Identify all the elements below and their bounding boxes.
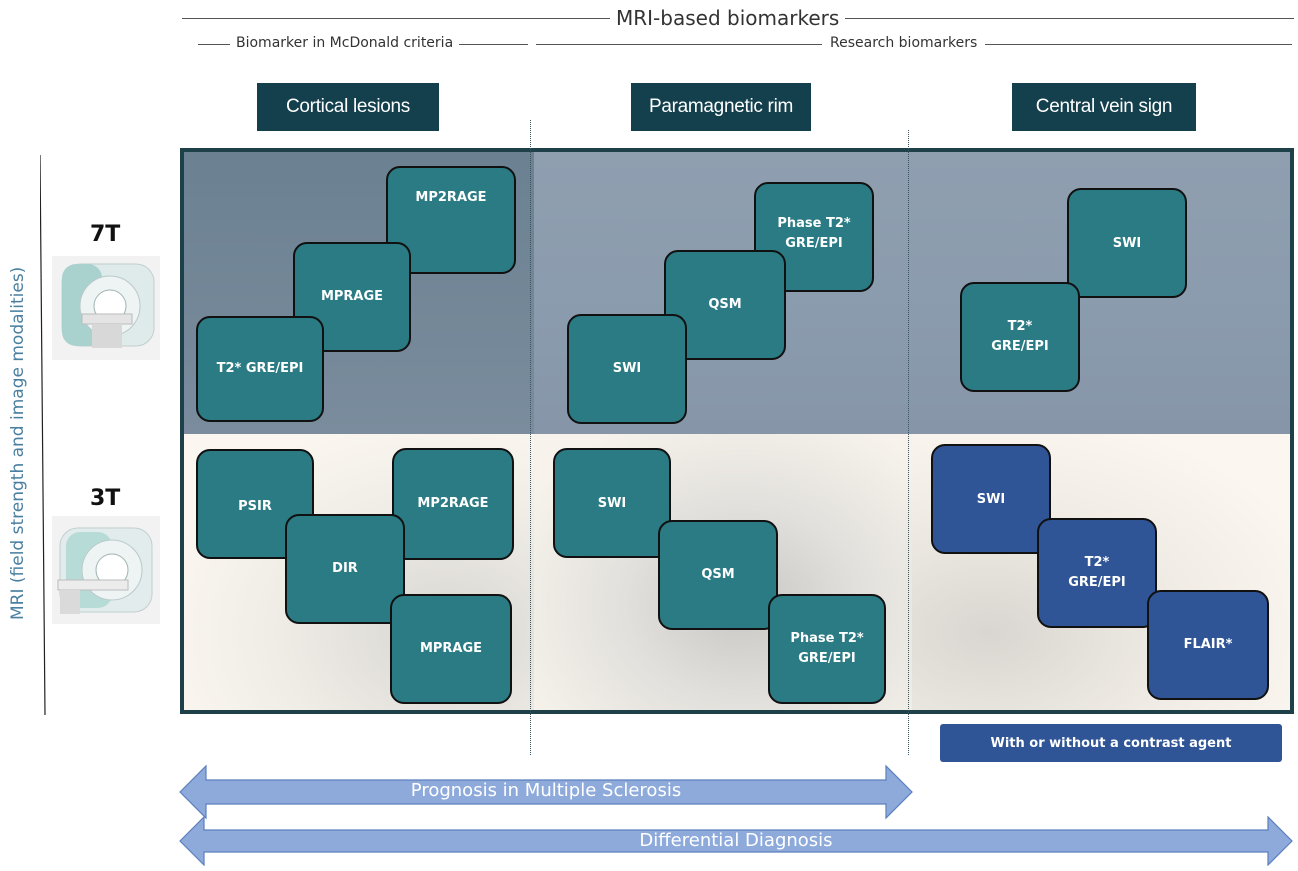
differential-diagnosis-label: Differential Diagnosis	[639, 830, 833, 851]
tile-7t-rim-swi: SWI	[567, 314, 687, 424]
column-title-cortical-lesions: Cortical lesions	[257, 83, 439, 131]
tile-7t-cortical-t2star: T2* GRE/EPI	[196, 316, 324, 422]
column-title-paramagnetic-rim: Paramagnetic rim	[631, 83, 811, 131]
row-label-7t: 7T	[90, 222, 121, 247]
y-axis-line	[39, 154, 46, 716]
tile-3t-rim-swi: SWI	[553, 448, 671, 558]
tile-7t-cvs-swi: SWI	[1067, 188, 1187, 298]
mri-scanner-7t-icon	[52, 256, 160, 360]
prognosis-arrow	[178, 764, 914, 820]
column-divider-1	[530, 120, 531, 755]
contrast-agent-note: With or without a contrast agent	[940, 724, 1282, 762]
tile-3t-cortical-dir: DIR	[285, 514, 405, 624]
row-label-3t: 3T	[90, 486, 121, 511]
column-divider-2	[908, 130, 909, 755]
tile-3t-rim-phase-t2star: Phase T2* GRE/EPI	[768, 594, 886, 704]
tile-3t-cvs-swi: SWI	[931, 444, 1051, 554]
header-right-group: Research biomarkers	[822, 35, 986, 51]
tile-3t-cvs-t2star: T2* GRE/EPI	[1037, 518, 1157, 628]
prognosis-label: Prognosis in Multiple Sclerosis	[410, 780, 682, 801]
mri-scanner-3t-icon	[52, 516, 160, 624]
differential-diagnosis-arrow	[178, 815, 1294, 867]
tile-3t-cortical-mprage: MPRAGE	[390, 594, 512, 704]
y-axis-label: MRI (field strength and image modalities…	[8, 266, 28, 620]
tile-3t-cvs-flair-star: FLAIR*	[1147, 590, 1269, 700]
header-title: MRI-based biomarkers	[610, 6, 846, 30]
tile-3t-cortical-mp2rage: MP2RAGE	[392, 448, 514, 560]
tile-7t-cvs-t2star: T2* GRE/EPI	[960, 282, 1080, 392]
tile-3t-rim-qsm: QSM	[658, 520, 778, 630]
header-left-group: Biomarker in McDonald criteria	[230, 35, 460, 51]
column-title-central-vein-sign: Central vein sign	[1012, 83, 1196, 131]
